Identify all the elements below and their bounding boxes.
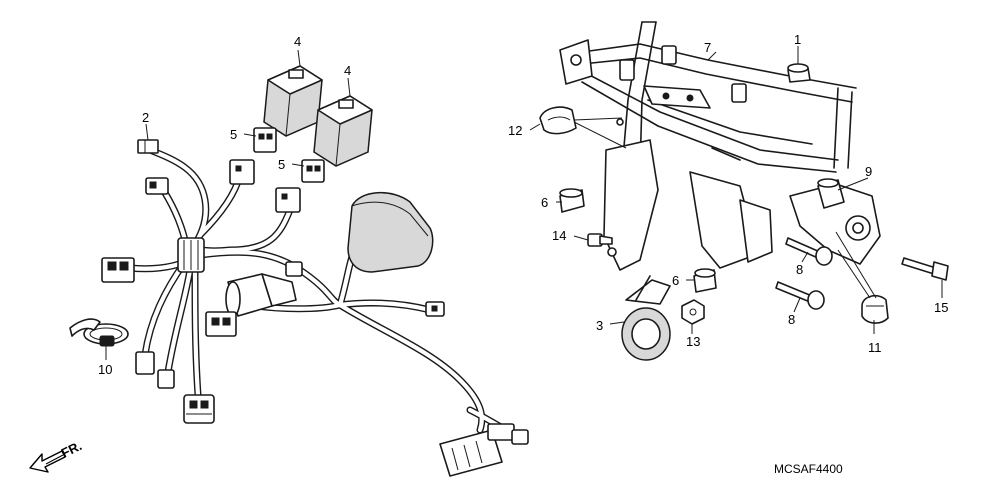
front-arrow-icon: [29, 450, 66, 473]
horn-3: [621, 275, 671, 361]
relay-4-left: [263, 65, 323, 137]
callout-11: 11: [868, 340, 882, 355]
grommet-6-upper: [559, 188, 585, 213]
callout-14: 14: [552, 228, 566, 243]
frame-bracket-7: [559, 21, 881, 271]
connector-5-right: [301, 159, 325, 183]
bolt-8-lower: [775, 281, 825, 310]
callout-4-right: 4: [344, 63, 351, 78]
connector-5-left: [253, 127, 277, 153]
harness-cylinder: [225, 261, 303, 317]
callout-1: 1: [794, 32, 801, 47]
callout-12: 12: [508, 123, 522, 138]
wire-harness: [69, 65, 529, 477]
callout-8-lower: 8: [788, 312, 795, 327]
harness-coupler-lower-3: [183, 394, 215, 424]
mounting-bracket-assembly: [539, 21, 949, 361]
harness-coupler-left-upper: [145, 177, 169, 195]
harness-junction: [177, 237, 205, 273]
clip-12: [539, 106, 577, 135]
callout-10: 10: [98, 362, 112, 377]
connector-2: [137, 139, 159, 154]
harness-coupler-left: [101, 257, 135, 283]
callout-6-upper: 6: [541, 195, 548, 210]
collar-9: [817, 178, 845, 209]
front-direction-indicator: FR.: [29, 438, 84, 473]
clip-11: [861, 294, 889, 324]
harness-coupler-right-small: [425, 301, 445, 317]
bolt-15: [901, 257, 949, 281]
bolt-8-upper: [785, 237, 833, 266]
callout-3: 3: [596, 318, 603, 333]
harness-wires: [126, 146, 519, 439]
callout-4-left: 4: [294, 34, 301, 49]
callout-5-left: 5: [230, 127, 237, 142]
callout-8-upper: 8: [796, 262, 803, 277]
leader-lines: [105, 46, 943, 360]
callout-labels: 1 2 3 4 4 5 5 6 6 7 8 8 9 10 11 12 13 14…: [98, 32, 948, 377]
connector-5-left-socket: [229, 159, 255, 185]
harness-cover: [347, 191, 434, 273]
callout-5-right: 5: [278, 157, 285, 172]
callout-13: 13: [686, 334, 700, 349]
grommet-6-lower: [693, 268, 717, 293]
callout-9: 9: [865, 164, 872, 179]
bolt-14: [587, 233, 613, 247]
harness-coupler-mid: [205, 311, 237, 337]
callout-6-lower: 6: [672, 273, 679, 288]
harness-coupler-lower-2: [157, 369, 175, 389]
connector-5-right-socket: [275, 187, 301, 213]
band-10: [69, 318, 129, 347]
harness-main-coupler: [439, 423, 529, 477]
callout-15: 15: [934, 300, 948, 315]
relay-4-right: [313, 95, 373, 167]
callout-7: 7: [704, 40, 711, 55]
callout-2: 2: [142, 110, 149, 125]
grommet-1: [787, 63, 811, 83]
harness-coupler-lower-1: [135, 351, 155, 375]
nut-13: [681, 299, 705, 325]
diagram-code: MCSAF4400: [774, 462, 843, 476]
